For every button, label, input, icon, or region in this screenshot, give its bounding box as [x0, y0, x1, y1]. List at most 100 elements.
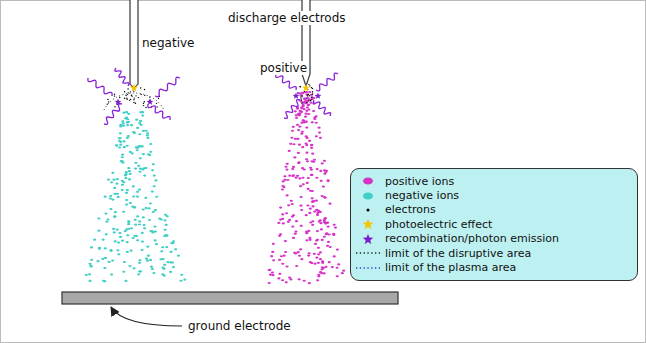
negative-ion — [103, 267, 106, 269]
negative-ion — [139, 111, 142, 113]
negative-ion — [132, 131, 135, 133]
electron — [144, 101, 145, 102]
positive-ion — [313, 118, 316, 120]
positive-ion — [271, 251, 274, 253]
negative-ion — [171, 261, 174, 263]
positive-ion — [296, 107, 299, 109]
positive-ion — [298, 110, 301, 112]
positive-ion — [297, 129, 300, 131]
negative-ion — [145, 258, 148, 260]
legend-text: limit of the plasma area — [385, 261, 516, 274]
positive-ion — [310, 147, 313, 149]
positive-ion — [325, 233, 328, 235]
leader-arrow — [111, 307, 182, 326]
part-label: ground electrode — [186, 319, 293, 333]
positive-ion — [309, 261, 312, 263]
positive-ion — [306, 204, 309, 206]
negative-ion — [88, 273, 91, 275]
positive-ion — [305, 91, 308, 93]
positive-ion — [317, 247, 320, 249]
negative-ion — [136, 215, 139, 217]
positive-ion — [323, 173, 326, 175]
negative-ion — [161, 258, 164, 260]
negative-ion — [131, 152, 134, 154]
positive-ion — [293, 156, 296, 158]
positive-ion — [283, 255, 286, 257]
positive-ion — [317, 275, 320, 277]
positive-ion — [341, 272, 344, 274]
positive-ion — [311, 197, 314, 199]
negative-ion — [153, 225, 156, 227]
electron — [119, 97, 120, 98]
positive-ion — [294, 110, 297, 112]
positive-ion — [315, 240, 318, 242]
positive-ion — [319, 219, 322, 221]
photon-wave — [276, 74, 297, 90]
positive-ion — [297, 162, 300, 164]
positive-ion — [286, 194, 289, 196]
negative-ion — [113, 216, 116, 218]
positive-ion — [285, 212, 288, 214]
legend-entry: electrons — [351, 203, 637, 217]
positive-ion — [295, 220, 298, 222]
negative-ion — [85, 274, 88, 276]
negative-ion — [127, 223, 130, 225]
negative-ion — [110, 274, 113, 276]
positive-ion — [285, 281, 288, 283]
positive-ion — [315, 257, 318, 259]
negative-ion — [129, 250, 132, 252]
negative-ion — [151, 268, 154, 270]
negative-ion — [125, 204, 128, 206]
legend-entry: recombination/photon emission — [351, 232, 637, 246]
electron — [124, 91, 125, 92]
positive-ion — [292, 126, 295, 128]
electron — [131, 95, 132, 96]
negative-ion — [109, 195, 112, 197]
negative-ion — [129, 173, 132, 175]
electron — [127, 94, 128, 95]
negative-ion — [104, 212, 107, 214]
positive-ion — [271, 271, 274, 273]
electron — [145, 107, 146, 108]
negative-ion — [165, 246, 168, 248]
positive-ion — [319, 251, 322, 253]
electron — [144, 89, 145, 90]
negative-ion — [101, 239, 104, 241]
negative-ion — [113, 187, 116, 189]
positive-ion — [299, 205, 302, 207]
negative-ion — [166, 215, 169, 217]
electron — [311, 87, 312, 88]
positive-ion — [268, 269, 271, 271]
positive-ion — [291, 168, 294, 170]
negative-ion — [125, 199, 128, 201]
negative-ion — [117, 196, 120, 198]
negative-ion — [137, 273, 140, 275]
negative-ion — [143, 227, 146, 229]
electron — [133, 99, 134, 100]
positive-ion — [303, 280, 306, 282]
electron — [127, 88, 128, 89]
legend: positive ionsnegative ionselectronsphoto… — [350, 168, 638, 281]
electron — [307, 94, 308, 95]
negative-ion — [111, 172, 114, 174]
negative-ion — [142, 216, 145, 218]
positive-ion — [284, 251, 287, 253]
negative-ion — [139, 270, 142, 272]
positive-ion — [285, 168, 288, 170]
electron — [158, 98, 159, 99]
positive-ion — [291, 130, 294, 132]
photon-wave — [155, 77, 180, 96]
negative-ion — [121, 184, 124, 186]
negative-ion — [136, 195, 139, 197]
negative-ion — [146, 260, 149, 262]
negative-ion — [145, 207, 148, 209]
positive-ion — [305, 239, 308, 241]
negative-ion — [128, 170, 131, 172]
negative-ion — [102, 280, 105, 282]
electrode-label: negative — [140, 36, 196, 50]
positive-ion — [289, 143, 292, 145]
positive-ion — [336, 267, 339, 269]
electron — [134, 97, 135, 98]
negative-ion — [126, 118, 129, 120]
positive-ion — [303, 101, 306, 103]
